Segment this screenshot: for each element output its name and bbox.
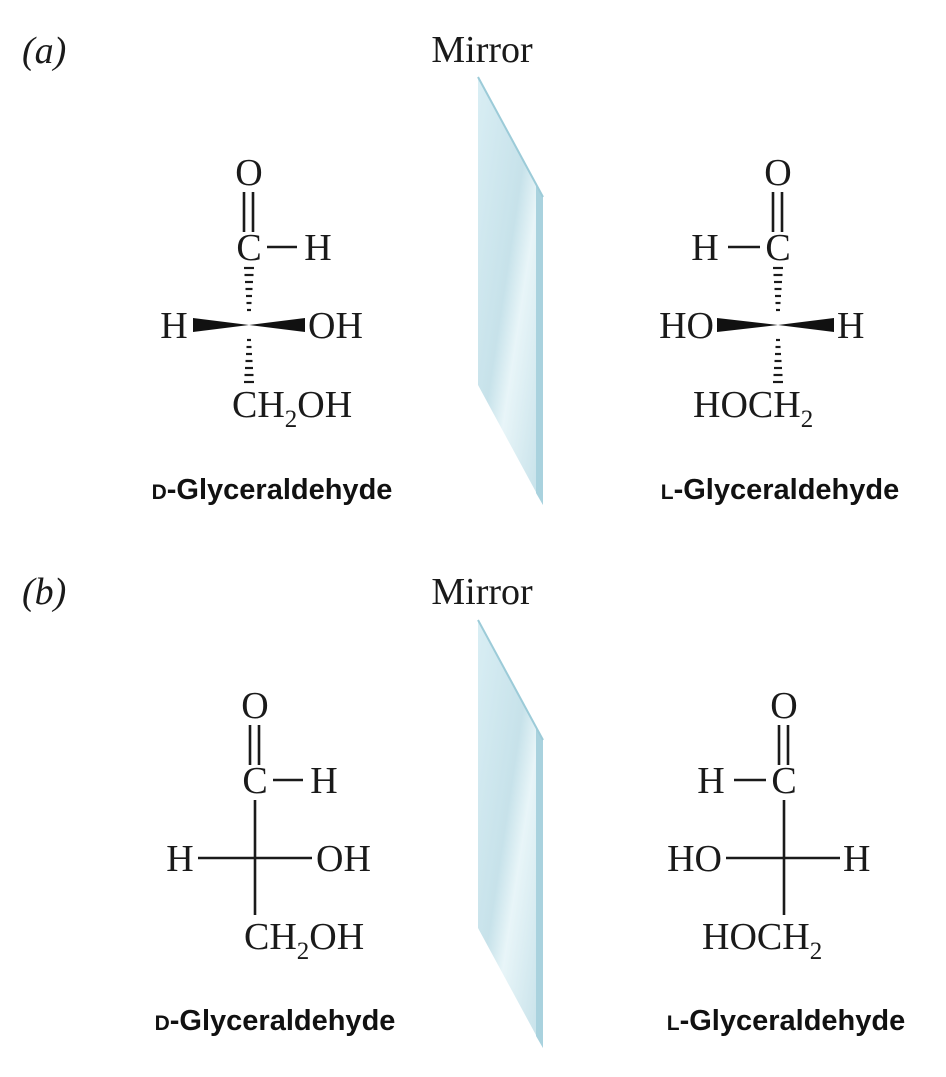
hydroxymethyl-group: HOCH2 <box>702 916 822 965</box>
hydroxymethyl-group: CH2OH <box>244 916 364 965</box>
mirror-top-edge <box>477 76 544 198</box>
hydroxymethyl-group: HOCH2 <box>693 384 813 433</box>
hydrogen-atom: H <box>160 305 187 347</box>
molecule-name: D-Glyceraldehyde <box>152 474 393 506</box>
carbon-atom: C <box>765 227 790 269</box>
hydrogen-atom: H <box>691 227 718 269</box>
wedge-bond-left <box>193 318 249 332</box>
carbon-atom: C <box>242 760 267 802</box>
oxygen-atom: O <box>241 685 268 727</box>
mirror-edge <box>536 728 543 1048</box>
mirror-top-edge <box>477 619 544 741</box>
carbon-atom: C <box>771 760 796 802</box>
panel-a: (a) Mirror O C H <box>22 29 899 506</box>
hydroxyl-group: OH <box>316 838 371 880</box>
mirror-edge <box>536 185 543 505</box>
hydroxyl-group: HO <box>659 305 714 347</box>
panel-b: (b) Mirror O C H H OH CH2OH D-Glyceralde… <box>22 571 905 1048</box>
hashed-bond-up <box>244 266 254 312</box>
hydrogen-atom: H <box>304 227 331 269</box>
hashed-bond-up <box>773 266 783 312</box>
mirror-face <box>478 77 543 505</box>
hydroxyl-group: HO <box>667 838 722 880</box>
hydrogen-atom: H <box>843 838 870 880</box>
panel-a-mirror-label: Mirror <box>431 29 533 71</box>
wedge-bond-right <box>249 318 305 332</box>
hydrogen-atom: H <box>697 760 724 802</box>
hydroxymethyl-group: CH2OH <box>232 384 352 433</box>
hashed-bond-down <box>773 338 783 384</box>
molecule-name: D-Glyceraldehyde <box>155 1005 396 1037</box>
hydroxyl-group: OH <box>308 305 363 347</box>
panel-b-label: (b) <box>22 571 66 613</box>
panel-a-d-glyceraldehyde: O C H <box>152 152 393 506</box>
hydrogen-atom: H <box>310 760 337 802</box>
oxygen-atom: O <box>764 152 791 194</box>
hydrogen-atom: H <box>837 305 864 347</box>
wedge-bond-left <box>717 318 778 332</box>
molecule-name: L-Glyceraldehyde <box>667 1005 905 1037</box>
mirror-face <box>478 620 543 1048</box>
wedge-bond-right <box>778 318 834 332</box>
molecule-name: L-Glyceraldehyde <box>661 474 899 506</box>
panel-b-mirror <box>477 619 544 1048</box>
panel-b-d-glyceraldehyde: O C H H OH CH2OH D-Glyceraldehyde <box>155 685 396 1037</box>
carbon-atom: C <box>236 227 261 269</box>
panel-b-mirror-label: Mirror <box>431 571 533 613</box>
panel-a-mirror <box>477 76 544 505</box>
panel-b-l-glyceraldehyde: O C H HO H HOCH2 L-Glyceraldehyde <box>667 685 905 1037</box>
panel-a-label: (a) <box>22 30 66 72</box>
hashed-bond-down <box>244 338 254 384</box>
oxygen-atom: O <box>770 685 797 727</box>
hydrogen-atom: H <box>166 838 193 880</box>
oxygen-atom: O <box>235 152 262 194</box>
panel-a-l-glyceraldehyde: O C H <box>659 152 899 506</box>
